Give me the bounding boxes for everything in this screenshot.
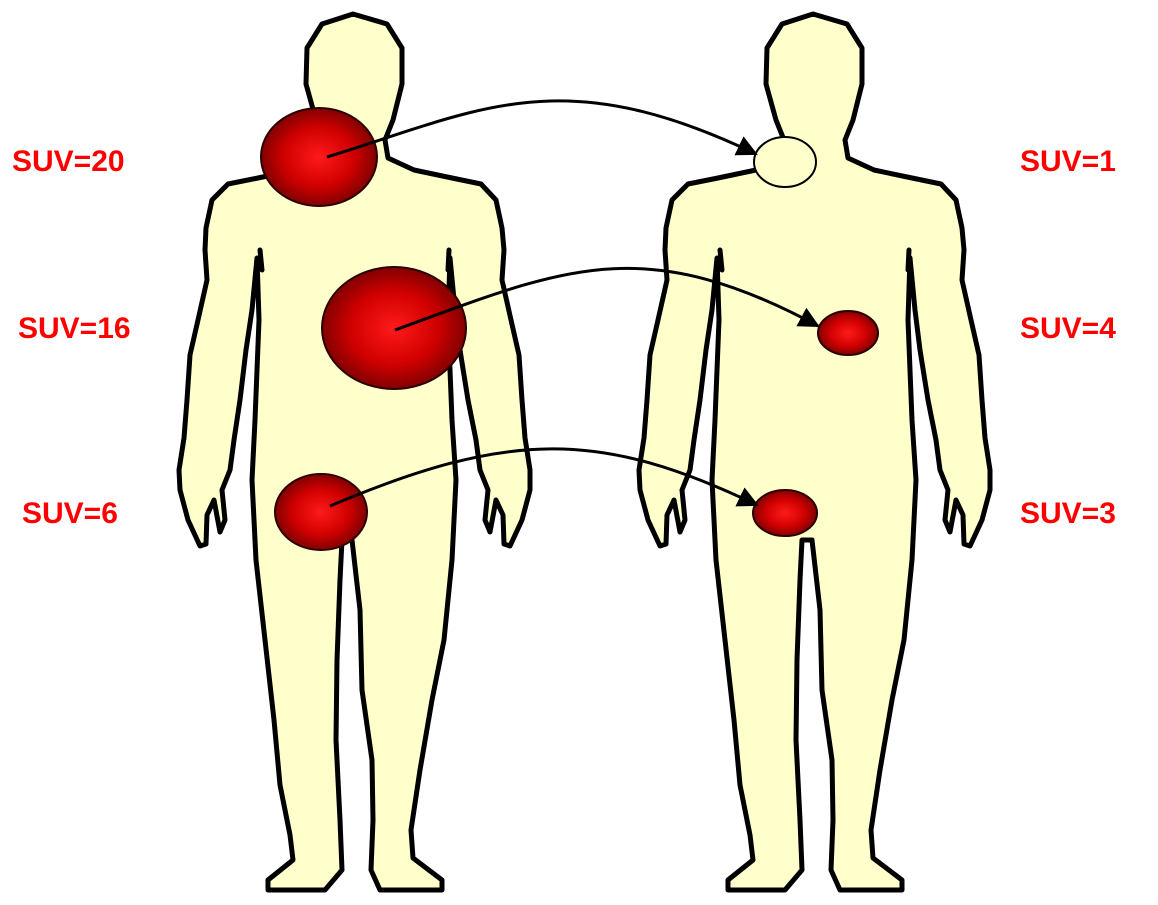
right-abdomen-lesion bbox=[818, 311, 878, 355]
left-suv-label-groin: SUV=6 bbox=[22, 497, 118, 531]
left-abdomen-lesion bbox=[322, 267, 466, 389]
left-neck-lesion bbox=[261, 108, 377, 206]
left-suv-label-abdomen: SUV=16 bbox=[18, 312, 131, 346]
right-suv-label-groin: SUV=3 bbox=[1020, 497, 1116, 531]
right-body-silhouette bbox=[639, 14, 990, 890]
right-suv-label-abdomen: SUV=4 bbox=[1020, 312, 1116, 346]
left-suv-label-neck: SUV=20 bbox=[12, 145, 125, 179]
right-neck-lesion bbox=[754, 137, 816, 187]
left-groin-lesion bbox=[275, 474, 367, 550]
right-suv-label-neck: SUV=1 bbox=[1020, 145, 1116, 179]
right-groin-lesion bbox=[753, 490, 817, 536]
